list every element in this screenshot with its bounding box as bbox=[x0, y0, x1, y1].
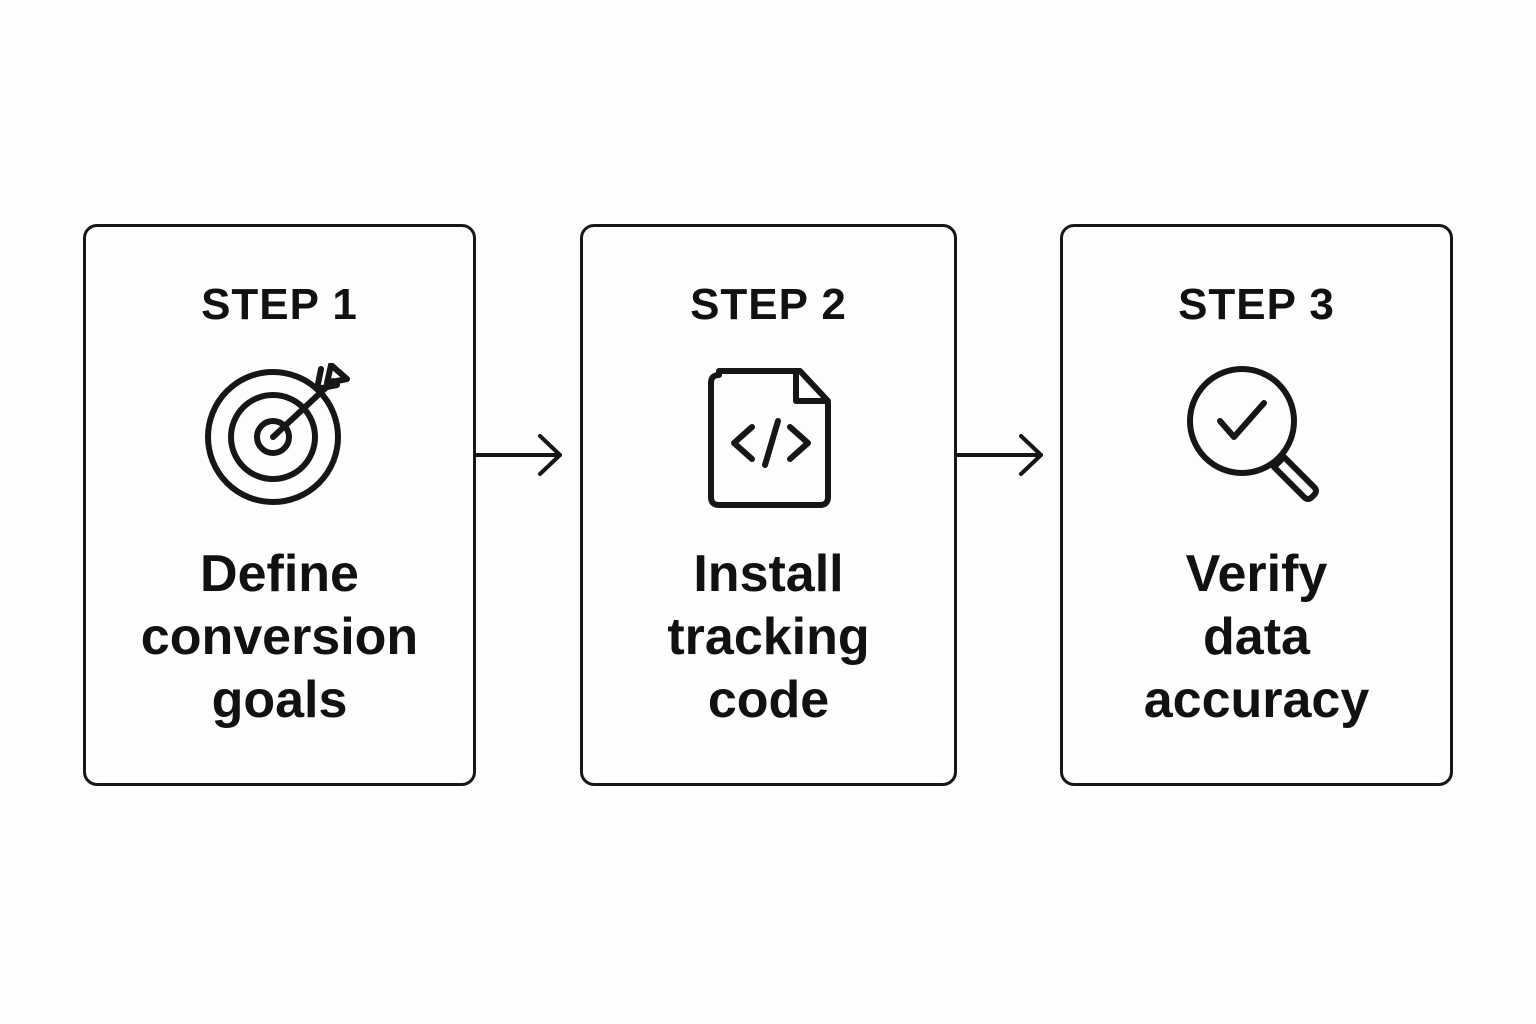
step-description-line: Define bbox=[200, 545, 359, 603]
step-card-3: STEP 3 Verify data accuracy bbox=[1060, 224, 1453, 786]
step-label: STEP 1 bbox=[201, 280, 358, 329]
target-dart-icon bbox=[204, 363, 355, 513]
step-description-line: code bbox=[707, 671, 830, 729]
step-label: STEP 2 bbox=[690, 280, 847, 329]
step-description-line: data bbox=[1203, 608, 1310, 666]
step-card-2: STEP 2 Install tracking code bbox=[580, 224, 957, 786]
step-description-line: tracking bbox=[667, 608, 870, 666]
arrow-right-icon bbox=[955, 432, 1047, 478]
magnifier-check-icon bbox=[1182, 363, 1332, 513]
step-description: Define conversion goals bbox=[96, 543, 463, 732]
step-description-line: goals bbox=[211, 671, 348, 729]
step-description-line: accuracy bbox=[1143, 671, 1370, 729]
step-label: STEP 3 bbox=[1178, 280, 1335, 329]
step-description-line: conversion bbox=[140, 608, 419, 666]
step-card-1: STEP 1 Define conversion goals bbox=[83, 224, 476, 786]
step-description: Install tracking code bbox=[593, 543, 944, 732]
step-description: Verify data accuracy bbox=[1073, 543, 1440, 732]
step-description-line: Verify bbox=[1185, 545, 1328, 603]
code-file-icon bbox=[694, 363, 844, 513]
step-description-line: Install bbox=[693, 545, 844, 603]
arrow-right-icon bbox=[474, 432, 566, 478]
